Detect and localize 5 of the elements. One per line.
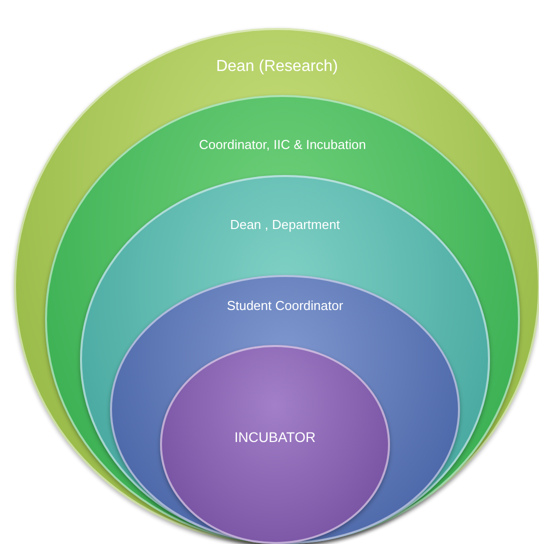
circle-label: Coordinator, IIC & Incubation — [198, 137, 367, 152]
circle-label: INCUBATOR — [233, 429, 317, 445]
circle-label: Student Coordinator — [226, 298, 344, 313]
circle-label: Dean (Research) — [215, 58, 339, 76]
circle-label: Dean , Department — [229, 217, 341, 232]
